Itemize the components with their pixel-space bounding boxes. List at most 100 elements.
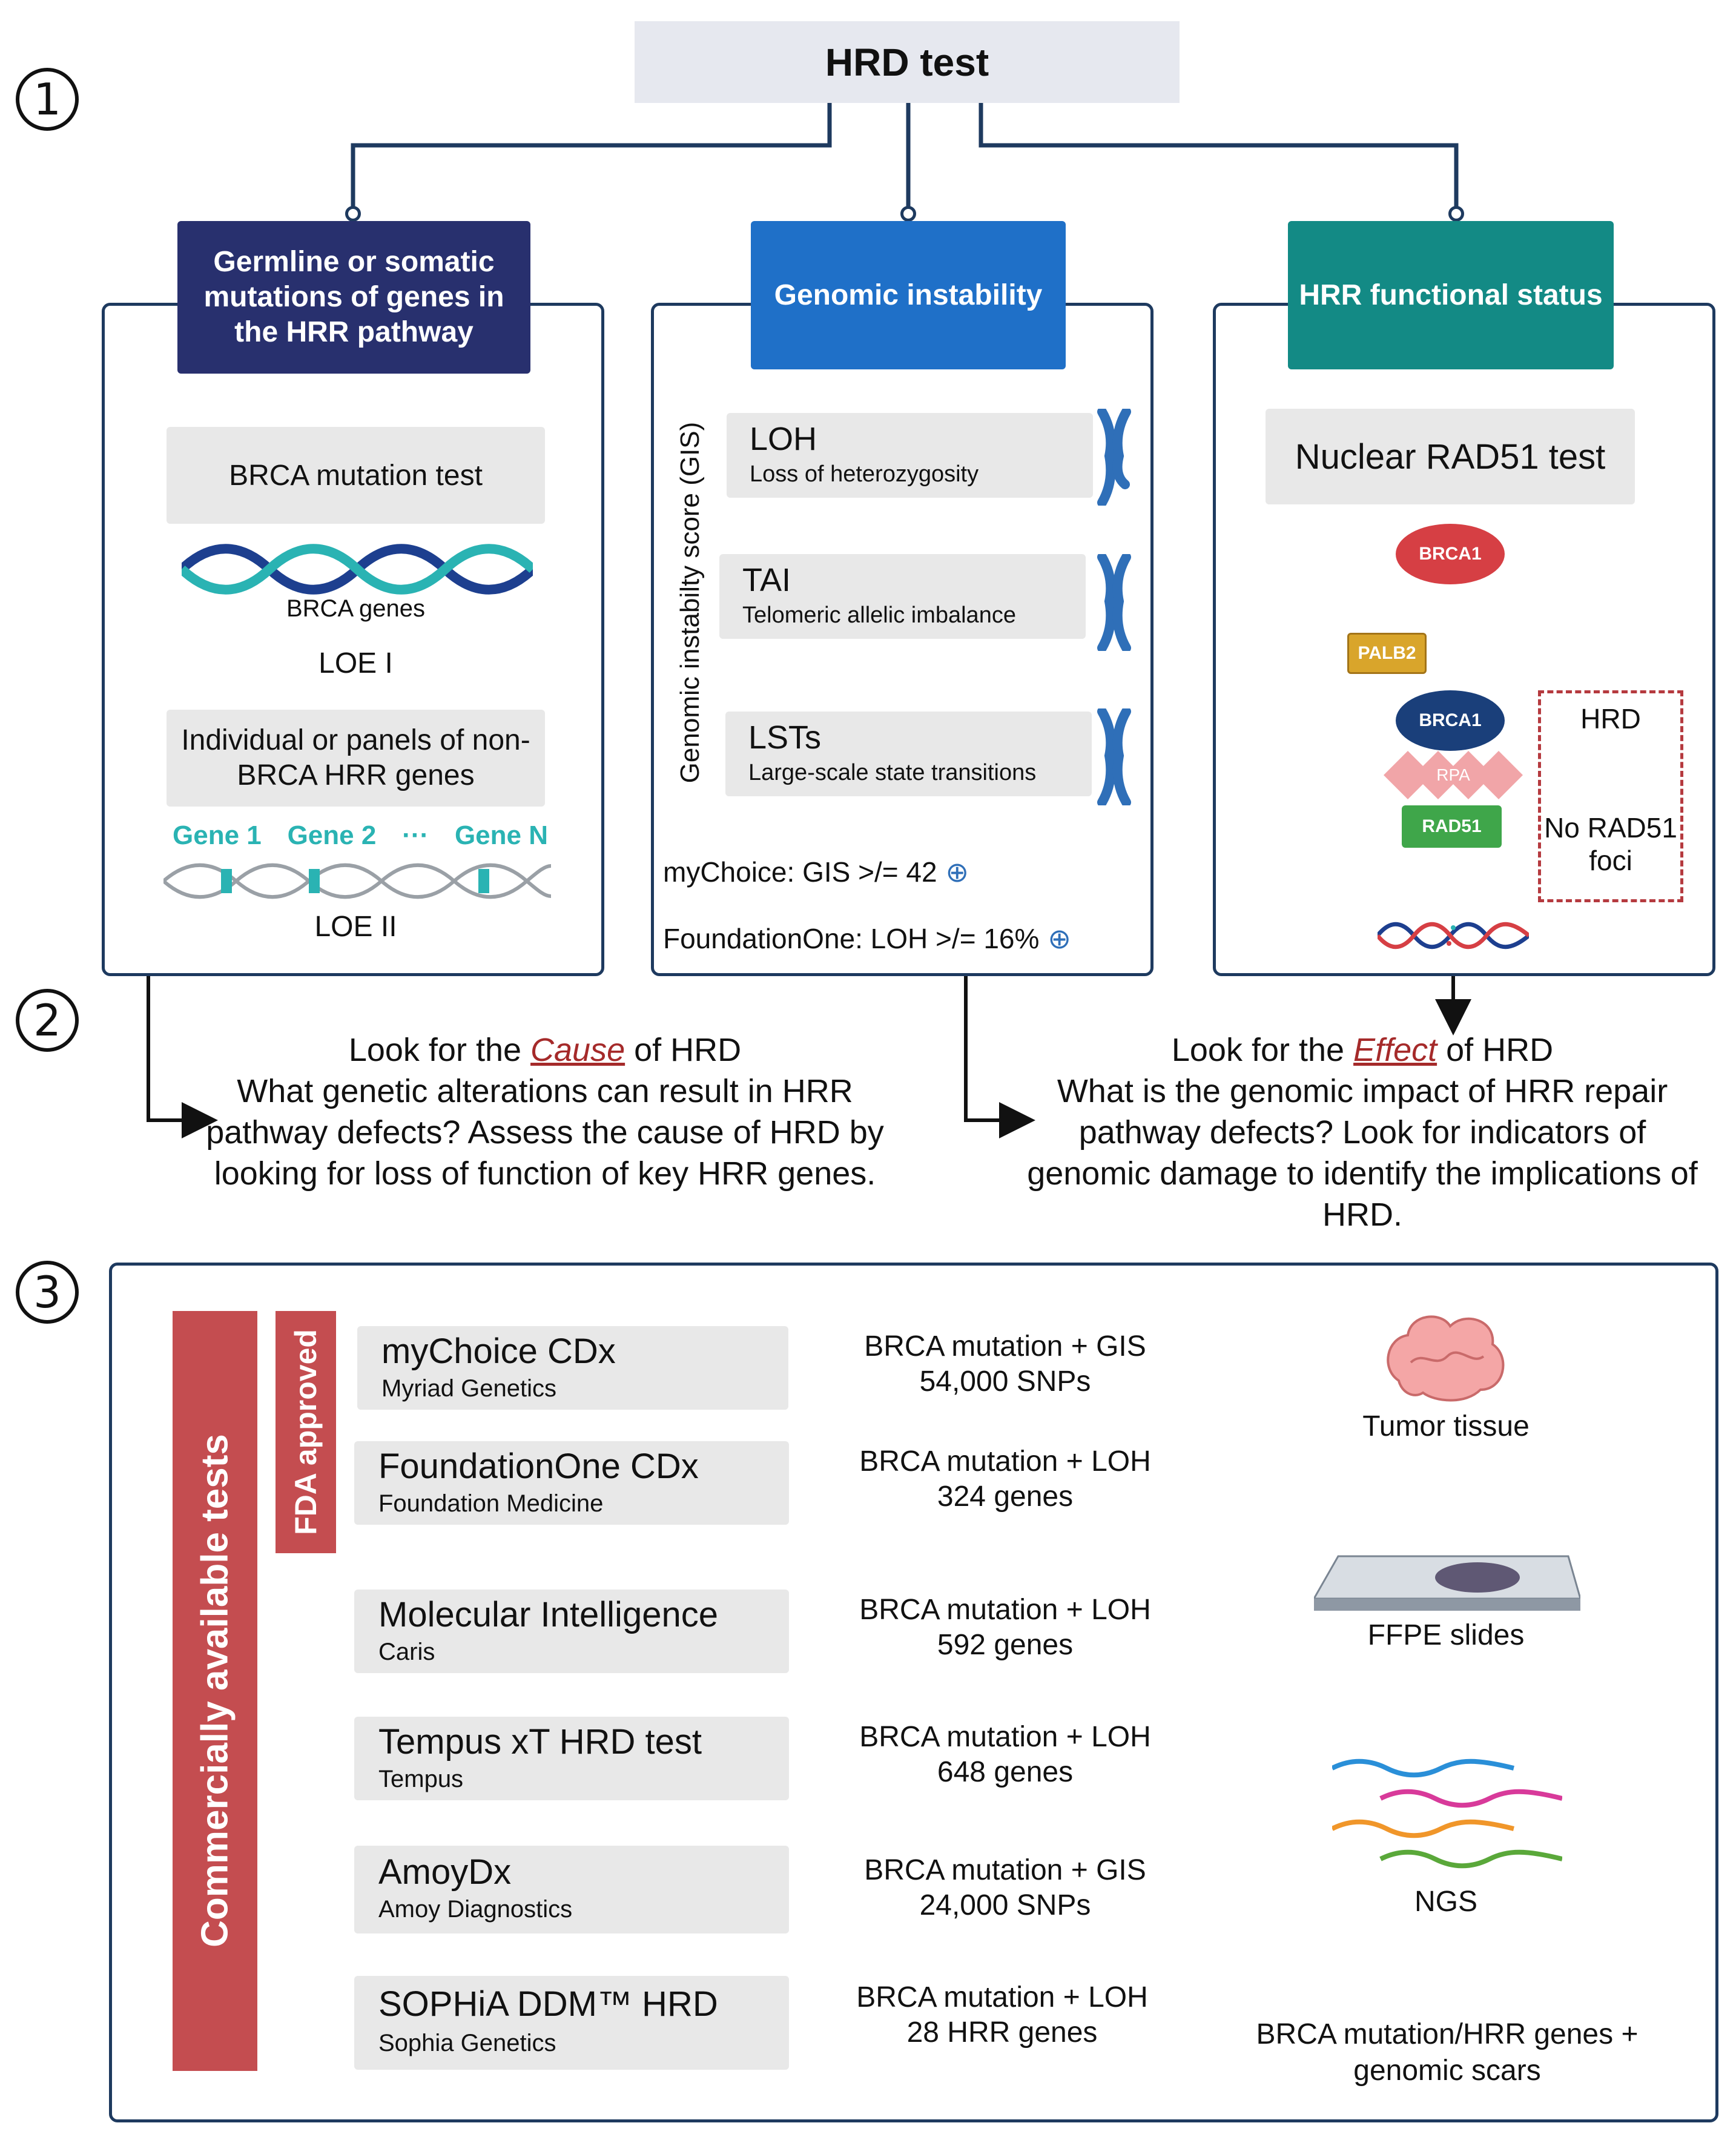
- test-row: myChoice CDx Myriad Genetics: [357, 1326, 788, 1410]
- brca1-top-pill: BRCA1: [1396, 524, 1505, 584]
- test-company: Myriad Genetics: [381, 1375, 556, 1402]
- cause-text-block: Look for the Cause of HRD What genetic a…: [200, 1029, 890, 1194]
- tree-connector-left: [351, 103, 832, 212]
- foundationone-threshold: FoundationOne: LOH >/= 16% ⊕: [663, 917, 1147, 960]
- test-row: Molecular Intelligence Caris: [354, 1590, 789, 1673]
- connector-dot-left: [345, 206, 361, 222]
- loh-subtitle: Loss of heterozygosity: [750, 461, 979, 487]
- cause-word: Cause: [530, 1032, 625, 1068]
- gis-label-container: Genomic instabilty score (GIS): [666, 388, 715, 817]
- step-1-badge: 1: [16, 68, 79, 131]
- lsts-box: LSTs Large-scale state transitions: [725, 712, 1092, 796]
- test-name: FoundationOne CDx: [378, 1447, 699, 1486]
- rpa-label: RPA: [1436, 765, 1470, 784]
- rad51-label: RAD51: [1402, 805, 1502, 848]
- chromosome-icon: [1097, 409, 1131, 506]
- gene-panel-dna-icon: [163, 863, 551, 899]
- cause-arrow: [147, 975, 218, 1138]
- rad51-test-box: Nuclear RAD51 test: [1266, 409, 1635, 504]
- middle-column-header: Genomic instability: [751, 221, 1066, 369]
- cause-body: What genetic alterations can result in H…: [206, 1073, 884, 1192]
- gene-1-label: Gene 1: [173, 821, 262, 850]
- effect-body: What is the genomic impact of HRR repair…: [1027, 1073, 1698, 1233]
- workflow-step-label: Tumor tissue: [1362, 1410, 1530, 1442]
- loh-title: LOH: [750, 421, 817, 457]
- foundationone-threshold-text: FoundationOne: LOH >/= 16%: [663, 923, 1040, 954]
- left-column-header: Germline or somatic mutations of genes i…: [177, 221, 530, 374]
- effect-word: Effect: [1353, 1032, 1437, 1068]
- no-rad51-foci-label: No RAD51 foci: [1544, 812, 1677, 876]
- tai-title: TAI: [742, 562, 791, 598]
- workflow-step-label: BRCA mutation/HRR genes + genomic scars: [1256, 2018, 1639, 2087]
- cause-heading: Look for the Cause of HRD: [348, 1032, 742, 1068]
- dna-helix-icon: [182, 544, 533, 595]
- left-panel: [102, 303, 604, 976]
- loe-2-label: LOE II: [314, 910, 397, 943]
- page-title: HRD test: [635, 21, 1180, 103]
- non-brca-panel-box: Individual or panels of non-BRCA HRR gen…: [167, 710, 545, 807]
- lsts-title: LSTs: [748, 719, 822, 756]
- fda-approved-bar: FDA approved: [276, 1311, 336, 1553]
- brca-mutation-test-box: BRCA mutation test: [167, 427, 545, 524]
- gene-dots: ···: [402, 821, 429, 850]
- step-2-badge: 2: [16, 989, 79, 1052]
- mychoice-threshold-text: myChoice: GIS >/= 42: [663, 856, 937, 888]
- damaged-dna-icon: [1378, 922, 1529, 949]
- loe-1-label: LOE I: [318, 647, 393, 679]
- loh-box: LOH Loss of heterozygosity: [727, 413, 1093, 498]
- plus-circle-icon: ⊕: [1048, 923, 1071, 954]
- brca-genes-label: BRCA genes: [286, 595, 426, 622]
- connector-dot-right: [1448, 206, 1464, 222]
- chromosome-icon: [1097, 554, 1131, 651]
- effect-heading: Look for the Effect of HRD: [1171, 1032, 1554, 1068]
- ngs-reads-icon: [1332, 1758, 1562, 1869]
- fda-approved-label: FDA approved: [289, 1329, 323, 1535]
- lsts-subtitle: Large-scale state transitions: [748, 760, 1037, 785]
- palb2-label: PALB2: [1347, 633, 1427, 674]
- test-company: Tempus: [378, 1766, 464, 1792]
- hrd-label: HRD: [1580, 703, 1641, 735]
- chromosome-icon: [1097, 708, 1131, 805]
- test-name: SOPHiA DDM™ HRD: [378, 1984, 718, 2024]
- step-3-badge: 3: [16, 1261, 79, 1324]
- test-row: AmoyDx Amoy Diagnostics: [354, 1846, 789, 1933]
- gene-n-label: Gene N: [454, 821, 548, 850]
- ffpe-slide-icon: [1314, 1555, 1580, 1611]
- commercial-tests-label: Commercially available tests: [194, 1434, 236, 1947]
- plus-circle-icon: ⊕: [945, 856, 969, 888]
- rpa-shape: [1384, 751, 1523, 799]
- tree-connector-right: [979, 103, 1459, 212]
- hrd-dashed-box: HRD No RAD51 foci: [1538, 690, 1683, 902]
- gis-vertical-label: Genomic instabilty score (GIS): [675, 421, 705, 784]
- brca1-complex-pill: BRCA1: [1396, 690, 1505, 751]
- test-row: SOPHiA DDM™ HRD Sophia Genetics: [354, 1976, 789, 2070]
- test-company: Caris: [378, 1639, 435, 1665]
- gene-labels-row: Gene 1 Gene 2 ··· Gene N: [173, 814, 548, 857]
- test-row: FoundationOne CDx Foundation Medicine: [354, 1441, 789, 1525]
- tumor-tissue-icon: [1387, 1315, 1505, 1402]
- gene-2-label: Gene 2: [287, 821, 377, 850]
- test-name: Tempus xT HRD test: [378, 1722, 702, 1762]
- right-column-header: HRR functional status: [1288, 221, 1614, 369]
- workflow-step-label: NGS: [1414, 1885, 1477, 1918]
- test-company: Sophia Genetics: [378, 2030, 556, 2056]
- mychoice-threshold: myChoice: GIS >/= 42 ⊕: [663, 851, 1147, 893]
- test-name: Molecular Intelligence: [378, 1595, 718, 1634]
- test-company: Foundation Medicine: [378, 1490, 604, 1517]
- effect-arrow: [964, 975, 1035, 1138]
- test-company: Amoy Diagnostics: [378, 1896, 573, 1923]
- tai-box: TAI Telomeric allelic imbalance: [719, 554, 1086, 639]
- connector-dot-mid: [900, 206, 916, 222]
- test-row: Tempus xT HRD test Tempus: [354, 1717, 789, 1800]
- effect-text-block: Look for the Effect of HRD What is the g…: [1017, 1029, 1708, 1235]
- test-name: AmoyDx: [378, 1852, 512, 1892]
- tai-subtitle: Telomeric allelic imbalance: [742, 603, 1016, 628]
- commercial-tests-bar: Commercially available tests: [173, 1311, 257, 2071]
